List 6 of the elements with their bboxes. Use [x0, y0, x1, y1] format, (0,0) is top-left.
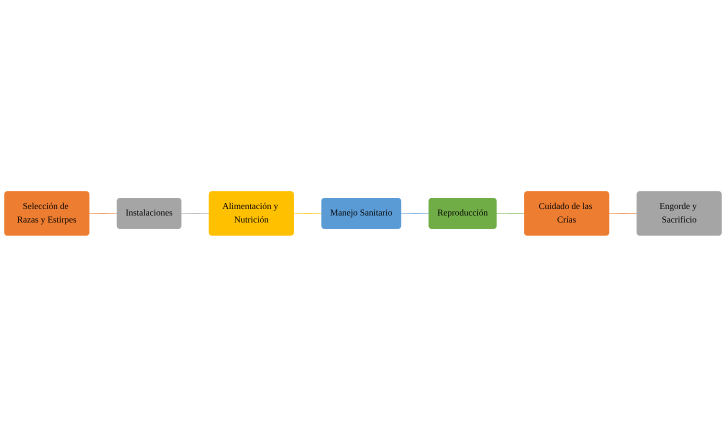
- connector: [89, 213, 118, 214]
- connector: [400, 213, 430, 214]
- connector: [181, 213, 210, 214]
- connector: [496, 213, 526, 214]
- connector: [608, 213, 638, 214]
- connector: [294, 213, 322, 214]
